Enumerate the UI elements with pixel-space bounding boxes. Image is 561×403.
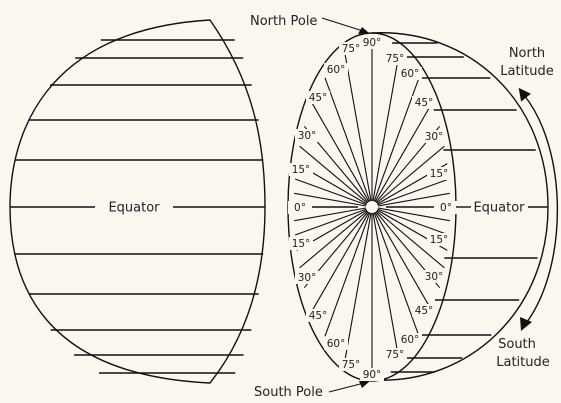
south-angle-left-label: 60°	[327, 338, 346, 350]
south-latitude-label-line1: South	[498, 337, 536, 352]
north-angle-left-label: 30°	[298, 130, 317, 142]
south-angle-left-label: 15°	[292, 238, 311, 250]
south-angle-left-label: 75°	[342, 359, 361, 371]
south-pole-arrow-line	[329, 383, 364, 392]
north-angle-right-label: 30°	[425, 131, 444, 143]
north-latitude-label-line2: Latitude	[500, 64, 554, 79]
north-angle-left-label: 15°	[292, 164, 311, 176]
north-angle-right-label: 60°	[401, 68, 420, 80]
north-angle-right-label: 45°	[415, 97, 434, 109]
north-pole-callout: North Pole	[250, 14, 369, 34]
latitude-arc	[524, 95, 557, 322]
south-angle-right-label: 75°	[386, 349, 405, 361]
equator-label-left: Equator	[108, 201, 160, 216]
south-angle-90-label: 90°	[363, 369, 382, 381]
equator-angle-left-label: 0°	[294, 202, 306, 214]
angle-ray	[312, 212, 369, 311]
equator-angle-right-label: 0°	[440, 202, 452, 214]
north-latitude-label-line1: North	[509, 46, 545, 61]
south-angle-left-label: 30°	[298, 272, 317, 284]
angle-ray	[325, 78, 370, 202]
north-pole-label: North Pole	[250, 14, 317, 29]
north-latitude-arrowhead	[519, 86, 532, 102]
south-angle-right-label: 45°	[415, 305, 434, 317]
south-angle-right-label: 15°	[430, 234, 449, 246]
equator-labels: Equator Equator	[10, 201, 548, 216]
north-angle-right-label: 15°	[430, 168, 449, 180]
angle-ray	[325, 213, 370, 337]
north-angle-right-label: 75°	[386, 53, 405, 65]
north-angle-left-label: 75°	[342, 43, 361, 55]
south-latitude-arrowhead	[520, 317, 532, 331]
south-pole-label: South Pole	[254, 385, 323, 400]
south-pole-arrowhead	[359, 381, 370, 388]
north-pole-arrow-line	[322, 18, 363, 31]
north-angle-90-label: 90°	[363, 37, 382, 49]
angle-ray	[312, 103, 369, 202]
angle-ray	[374, 213, 419, 337]
angle-ray	[375, 103, 432, 202]
equator-label-right: Equator	[473, 201, 525, 216]
south-angle-left-label: 45°	[309, 310, 328, 322]
north-angle-left-label: 60°	[327, 64, 346, 76]
south-pole-callout: South Pole	[254, 381, 370, 400]
south-angle-right-label: 30°	[425, 271, 444, 283]
north-angle-left-label: 45°	[309, 92, 328, 104]
south-angle-right-label: 60°	[401, 334, 420, 346]
south-latitude-label-line2: Latitude	[496, 355, 550, 370]
angle-ray	[375, 212, 432, 311]
